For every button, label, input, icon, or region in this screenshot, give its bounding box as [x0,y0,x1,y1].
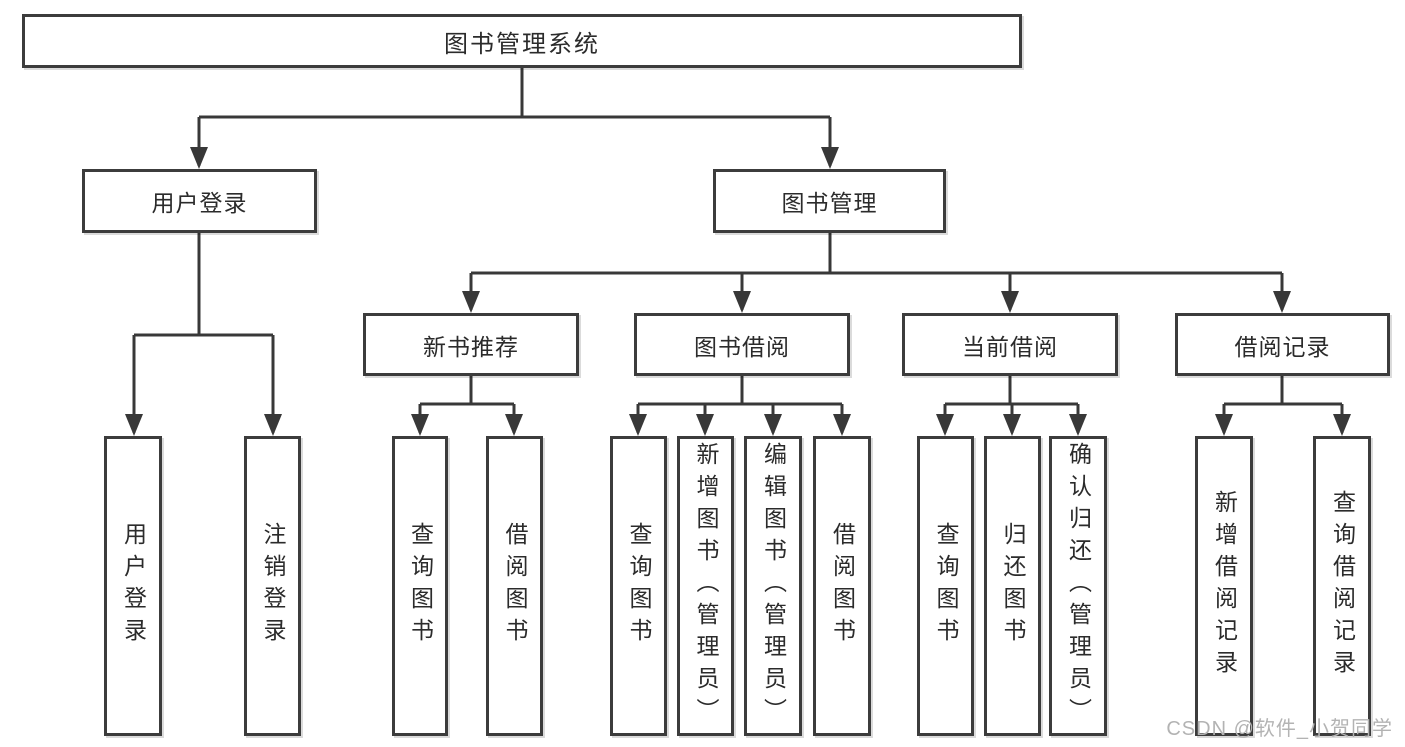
leaf-query-books-3-label: 查询图书 [933,522,959,650]
node-borrow-record-label: 借阅记录 [1234,333,1331,360]
node-user-login-label: 用户登录 [151,190,248,216]
leaf-add-books-admin: 新增图书（管理员） [677,436,734,736]
node-user-login: 用户登录 [82,169,317,233]
node-book-management-label: 图书管理 [781,190,878,216]
leaf-borrow-books-2: 借阅图书 [813,436,871,736]
node-root-label: 图书管理系统 [444,30,600,58]
leaf-query-books-3: 查询图书 [917,436,974,736]
node-new-book-recommend: 新书推荐 [363,313,579,376]
node-book-borrow-label: 图书借阅 [694,333,790,360]
leaf-query-books-2-label: 查询图书 [626,522,652,650]
leaf-user-login-label: 用户登录 [120,522,147,650]
connector-root-to-level2 [190,68,839,169]
connector-user-login-to-leaves [125,233,282,436]
connector-book-management-to-modules [462,233,1291,313]
leaf-query-books-2: 查询图书 [610,436,667,736]
leaf-query-borrow-record: 查询借阅记录 [1313,436,1371,736]
leaf-add-books-admin-label: 新增图书（管理员） [693,442,719,730]
leaf-return-books: 归还图书 [984,436,1041,736]
connector-book-borrow-to-leaves [629,376,851,436]
node-book-borrow: 图书借阅 [634,313,850,376]
connector-new-book-to-leaves [411,376,523,436]
leaf-edit-books-admin-label: 编辑图书（管理员） [760,442,787,730]
watermark: CSDN @软件_小贺同学 [1166,718,1393,740]
leaf-borrow-books-1-label: 借阅图书 [502,522,528,650]
node-new-book-recommend-label: 新书推荐 [423,333,519,360]
connector-borrow-record-to-leaves [1215,376,1351,436]
leaf-borrow-books-1: 借阅图书 [486,436,543,736]
leaf-user-login: 用户登录 [104,436,162,736]
connector-current-borrow-to-leaves [936,376,1087,436]
leaf-query-borrow-record-label: 查询借阅记录 [1329,490,1356,682]
node-book-management: 图书管理 [713,169,946,233]
leaf-query-books-1-label: 查询图书 [407,522,434,650]
leaf-logout-label: 注销登录 [260,522,286,650]
leaf-query-books-1: 查询图书 [392,436,448,736]
leaf-return-books-label: 归还图书 [1000,522,1026,650]
leaf-add-borrow-record: 新增借阅记录 [1195,436,1253,736]
node-root: 图书管理系统 [22,14,1022,68]
leaf-confirm-return-admin-label: 确认归还（管理员） [1065,442,1092,730]
leaf-confirm-return-admin: 确认归还（管理员） [1049,436,1107,736]
leaf-add-borrow-record-label: 新增借阅记录 [1211,490,1238,682]
node-current-borrow-label: 当前借阅 [962,333,1058,360]
node-current-borrow: 当前借阅 [902,313,1118,376]
leaf-edit-books-admin: 编辑图书（管理员） [744,436,802,736]
leaf-borrow-books-2-label: 借阅图书 [829,522,856,650]
node-borrow-record: 借阅记录 [1175,313,1390,376]
leaf-logout: 注销登录 [244,436,301,736]
